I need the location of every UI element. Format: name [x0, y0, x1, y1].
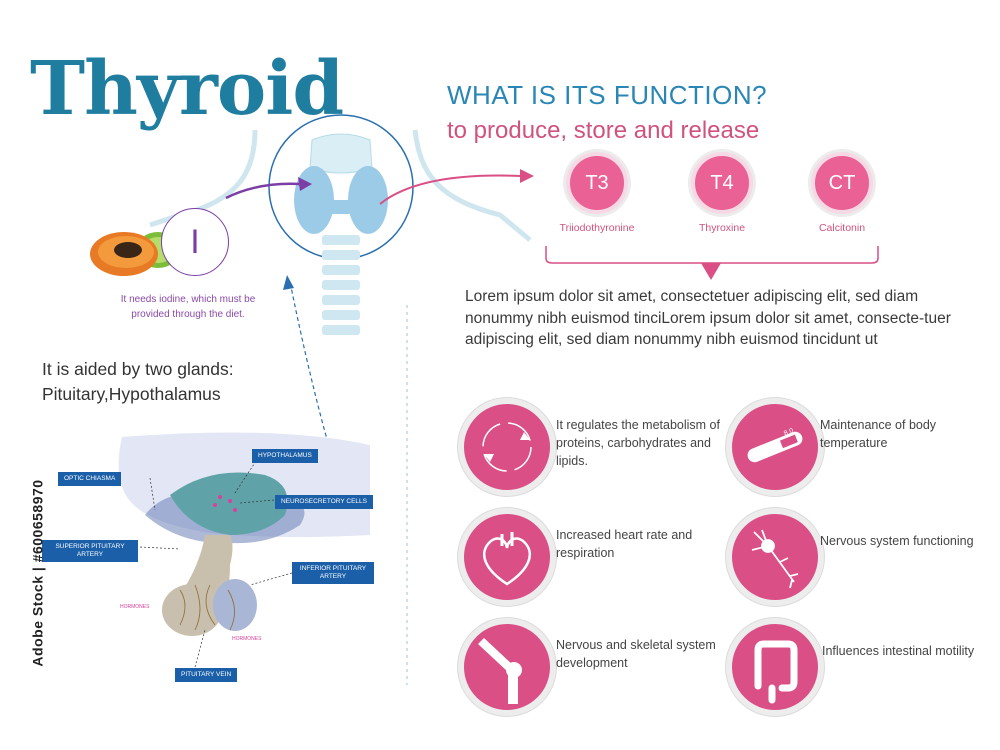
- anterior-pituitary: [162, 584, 222, 636]
- neuron-icon: [726, 508, 824, 606]
- label-hypothalamus: HYPOTHALAMUS: [252, 449, 318, 463]
- hypothalamus-shape: [170, 472, 288, 535]
- larynx-shape: [309, 133, 373, 174]
- hormone-t4-badge: T4: [691, 152, 753, 214]
- description-paragraph: Lorem ipsum dolor sit amet, consectetuer…: [465, 288, 951, 348]
- label-hormones-right: HORMONES: [232, 636, 262, 642]
- blood-vessels: [179, 584, 235, 631]
- iodine-arrowhead: [298, 177, 312, 191]
- pituitary-dashed-arrow: [289, 281, 331, 451]
- function-subtitle: to produce, store and release: [447, 117, 760, 144]
- neck-outline-right: [412, 129, 532, 242]
- label-neurosecretory-cells: NEUROSECRETORY CELLS: [275, 495, 373, 509]
- glands-names: Pituitary,Hypothalamus: [42, 384, 221, 404]
- trachea: [322, 235, 360, 335]
- iodine-circle: I: [161, 208, 229, 276]
- label-pituitary-vein: PITUITARY VEIN: [175, 668, 238, 682]
- label-hormones-left: HORMONES: [120, 604, 150, 610]
- hormone-t4: T4 Thyroxine: [652, 152, 792, 234]
- function-question: WHAT IS ITS FUNCTION?: [447, 80, 768, 110]
- metabolism-cycle-icon: [458, 398, 556, 496]
- leader-lines: [139, 457, 293, 668]
- hormone-t3-badge: T3: [566, 152, 628, 214]
- neurosecretory-dots: [213, 495, 237, 512]
- thyroid-lobe-right: [348, 166, 388, 234]
- function-text: It regulates the metabolism of proteins,…: [556, 418, 720, 468]
- hormone-ct: CT Calcitonin: [772, 152, 912, 234]
- page-title: Thyroid: [30, 46, 344, 132]
- iodine-note: It needs iodine, which must be provided …: [120, 294, 256, 320]
- posterior-pituitary: [213, 579, 257, 631]
- thyroid-isthmus: [320, 200, 362, 214]
- glands-title: It is aided by two glands:: [42, 359, 234, 379]
- papaya-icon: [90, 232, 180, 276]
- iodine-symbol: I: [190, 223, 200, 261]
- heart-icon: [458, 508, 556, 606]
- label-optic-chiasma: OPTIC CHIASMA: [58, 472, 122, 486]
- function-text: Increased heart rate and respiration: [556, 528, 693, 560]
- bone-joint-icon: [458, 618, 556, 716]
- hormone-t3: T3 Triiodothyronine: [527, 152, 667, 234]
- hormone-ct-badge: CT: [811, 152, 873, 214]
- function-text: Nervous and skeletal system development: [556, 638, 716, 670]
- label-superior-artery: SUPERIOR PITUITARY ARTERY: [42, 540, 138, 562]
- function-text: Maintenance of body temperature: [820, 418, 937, 450]
- hormone-t4-name: Thyroxine: [698, 222, 746, 234]
- intestine-icon: [726, 618, 824, 716]
- stock-id-label: Adobe Stock | #600658970: [29, 479, 46, 667]
- iodine-arrow: [225, 182, 301, 200]
- hormone-arrowhead: [520, 169, 534, 183]
- thermometer-icon: [726, 398, 824, 496]
- hormone-arrow: [379, 174, 521, 205]
- bracket-pointer: [701, 263, 721, 280]
- label-inferior-artery: INFERIOR PITUITARY ARTERY: [292, 562, 374, 584]
- function-text: Influences intestinal motility: [822, 644, 975, 658]
- hormone-bracket: [545, 246, 879, 264]
- hormone-ct-name: Calcitonin: [818, 222, 866, 234]
- function-text: Nervous system functioning: [820, 534, 974, 548]
- pituitary-arrowhead: [283, 275, 294, 290]
- hormone-t3-name: Triiodothyronine: [559, 222, 635, 234]
